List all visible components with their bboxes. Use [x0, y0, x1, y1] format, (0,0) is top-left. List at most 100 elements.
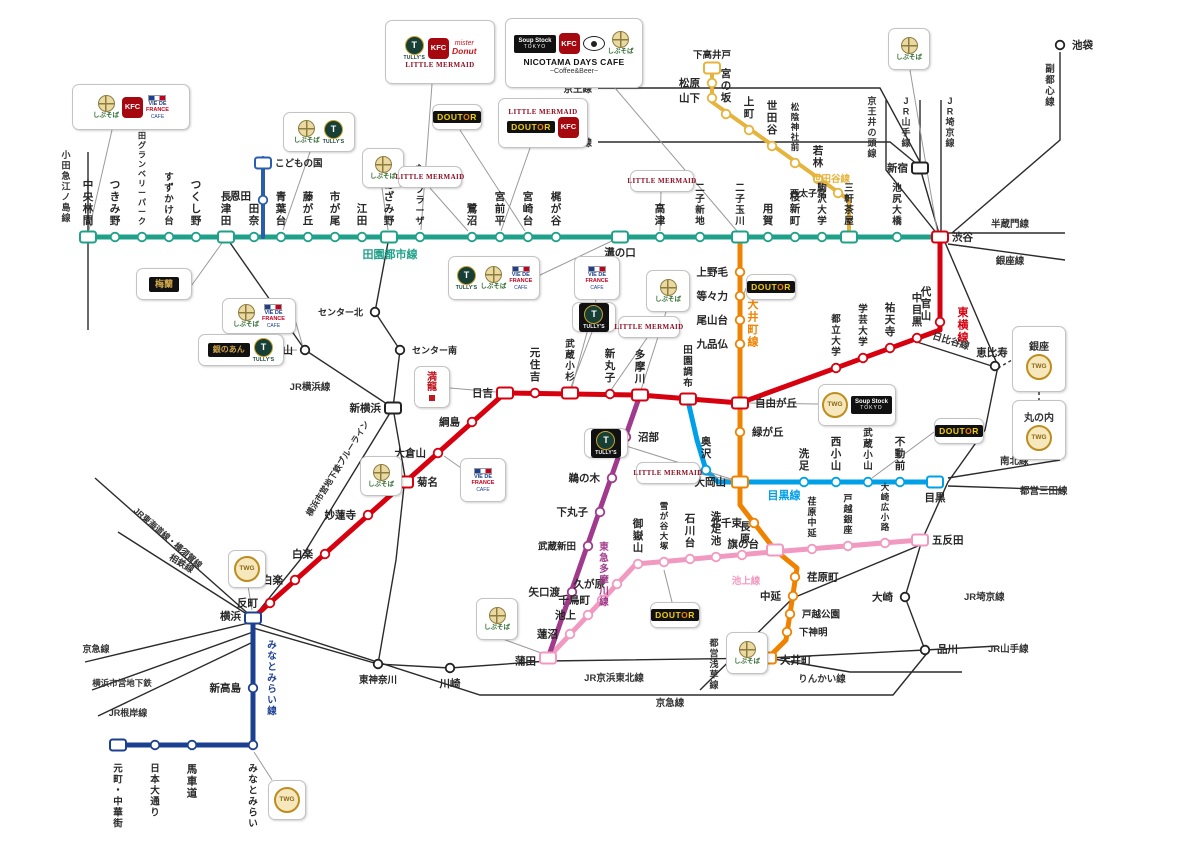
station-label-反町: 反町: [237, 597, 258, 610]
station-label-蓮沼: 蓮沼: [537, 628, 558, 641]
station-武蔵小山: [862, 476, 874, 488]
station-label-松原: 松原: [679, 77, 700, 90]
shop-connector-1: [282, 151, 311, 231]
station-五反田: [911, 533, 929, 547]
station-日吉: [496, 386, 514, 400]
rail-line-jr-keihin-tohoku: [252, 627, 999, 669]
station-元住吉: [529, 387, 541, 399]
station-すずかけ台: [163, 231, 175, 243]
station-label-沼部: 沼部: [638, 431, 659, 444]
shop-connector-15: [570, 331, 593, 388]
station-label-すずかけ台: すずかけ台: [164, 172, 174, 227]
rail-line-ginza-line: [947, 243, 1066, 261]
station-label-元町・中華街: 元町・中華街: [112, 764, 123, 830]
line-label-都営浅草線: 都営浅草線: [708, 637, 718, 690]
station-label-恩田: 恩田: [230, 191, 251, 203]
station-label-五反田: 五反田: [932, 534, 964, 547]
station-label-雪が谷大塚: 雪が谷大塚: [659, 501, 669, 551]
station-label-あざみ野: あざみ野: [384, 178, 395, 227]
station-label-九品仏: 九品仏: [696, 338, 729, 351]
station-label-大岡山: 大岡山: [695, 476, 727, 489]
line-label-横浜市営地下鉄: 横浜市営地下鉄: [91, 678, 152, 688]
station-たまプラーザ: [414, 231, 426, 243]
line-label-銀座線: 銀座線: [996, 255, 1025, 267]
station-中延: [787, 590, 799, 602]
station-label-つくし野: つくし野: [191, 179, 202, 227]
station-label-宮前平: 宮前平: [495, 190, 506, 227]
shop-connector-25: [247, 585, 253, 611]
station-日本大通り: [149, 739, 161, 751]
station-label-つきみ野: つきみ野: [110, 179, 121, 227]
station-長津田: [217, 230, 235, 244]
station-label-武蔵小杉: 武蔵小杉: [564, 338, 575, 383]
rail-line-jr-tokaido-yokosuka: [94, 477, 254, 619]
station-label-若林: 若林: [812, 144, 824, 169]
station-宮崎台: [522, 231, 534, 243]
station-鷺沼: [466, 231, 478, 243]
station-多摩川: [631, 388, 649, 402]
rail-line-hibiya-dashed: [997, 359, 1013, 369]
rail-line-jr-negishi: [97, 641, 254, 717]
station-恩田: [257, 194, 269, 206]
shop-connector-30: [253, 751, 273, 781]
shop-connector-13: [537, 239, 615, 277]
station-不動前: [894, 476, 906, 488]
station-世田谷: [766, 140, 778, 152]
station-label-下神明: 下神明: [799, 627, 828, 639]
station-田園調布: [679, 392, 697, 406]
station-大倉山: [432, 447, 444, 459]
station-宮の坂: [720, 108, 732, 120]
station-label-新横浜: 新横浜: [350, 402, 382, 415]
station-label-目黒: 目黒: [925, 492, 946, 504]
station-label-田園調布: 田園調布: [682, 345, 693, 389]
station-西小山: [830, 476, 842, 488]
station-label-宮の坂: 宮の坂: [721, 67, 732, 104]
shop-connector-10: [183, 242, 223, 297]
rail-line-sotetsu: [117, 531, 254, 619]
station-label-青葉台: 青葉台: [275, 190, 287, 227]
station-北千束: [748, 517, 760, 529]
station-妙蓮寺: [362, 509, 374, 521]
station-鵜の木: [606, 472, 618, 484]
station-label-戸越銀座: 戸越銀座: [842, 494, 853, 536]
station-洗足池: [710, 551, 722, 563]
station-都立大学: [830, 362, 842, 374]
station-label-池尻大橋: 池尻大橋: [892, 182, 902, 227]
line-label-京王線: 京王線: [563, 83, 592, 95]
station-つくし野: [190, 231, 202, 243]
station-label-馬車道: 馬車道: [187, 764, 198, 800]
station-label-緑が丘: 緑が丘: [752, 426, 784, 439]
station-若林: [812, 173, 824, 185]
station-高津: [654, 231, 666, 243]
shop-connector-16: [610, 337, 648, 391]
station-あざみ野: [380, 230, 398, 244]
shop-connector-18: [743, 287, 747, 295]
line-label-大井町線: 大井町線: [748, 297, 759, 349]
rail-line-keikyu: [84, 621, 929, 696]
station-label-長原: 長原: [740, 521, 751, 545]
station-label-江田: 江田: [357, 202, 368, 227]
station-二子新地: [694, 231, 706, 243]
station-こどもの国: [254, 156, 272, 170]
station-label-日本大通り: 日本大通り: [150, 764, 160, 819]
station-桜新町: [789, 231, 801, 243]
line-label-JR埼京線: JR埼京線: [964, 591, 1005, 603]
shop-connector-6: [500, 147, 531, 232]
rail-line-keio: [598, 87, 921, 163]
line-label-JR京浜東北線: JR京浜東北線: [584, 672, 644, 684]
station-祐天寺: [884, 342, 896, 354]
station-label-自由が丘: 自由が丘: [755, 397, 797, 410]
labels: 中央林間つきみ野南町田グランベリーパークすずかけ台つくし野長津田田奈青葉台藤が丘…: [60, 39, 1093, 830]
line-label-都営三田線: 都営三田線: [1019, 485, 1068, 497]
station-青葉台: [275, 231, 287, 243]
station-label-多摩川: 多摩川: [634, 348, 646, 385]
station-label-川崎: 川崎: [439, 677, 461, 690]
station-溝の口: [611, 230, 629, 244]
station-label-大井町: 大井町: [780, 654, 812, 667]
station-label-等々力: 等々力: [696, 290, 729, 303]
line-label-JR山手線: JR山手線: [988, 643, 1029, 655]
station-label-洗足池: 洗足池: [711, 510, 722, 547]
rail-line-namboku: [947, 459, 1061, 479]
station-長原: [736, 549, 748, 561]
